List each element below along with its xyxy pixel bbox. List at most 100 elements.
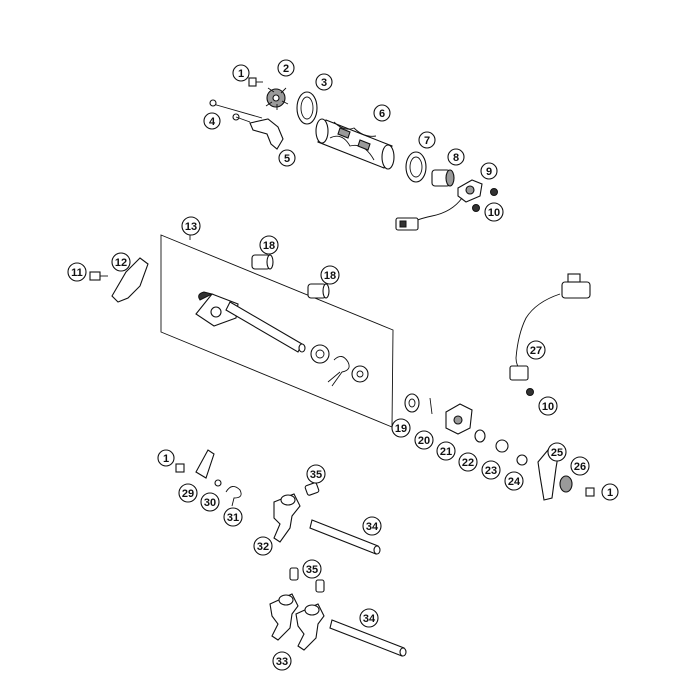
svg-text:35: 35 xyxy=(306,564,318,576)
svg-text:21: 21 xyxy=(440,446,452,458)
callout-5: 5 xyxy=(278,149,296,167)
part-shift-fork-33a xyxy=(269,593,299,641)
part-sensor-27 xyxy=(509,273,591,381)
svg-text:1: 1 xyxy=(163,453,169,465)
part-washer xyxy=(214,479,222,487)
svg-text:26: 26 xyxy=(574,461,586,473)
part-screw xyxy=(472,204,480,212)
svg-text:27: 27 xyxy=(530,345,542,357)
callout-32: 32 xyxy=(253,536,273,556)
svg-text:6: 6 xyxy=(379,108,385,120)
svg-text:22: 22 xyxy=(462,457,474,469)
callout-25: 25 xyxy=(547,442,567,462)
callout-18: 18 xyxy=(259,235,279,255)
svg-text:30: 30 xyxy=(204,497,216,509)
svg-text:34: 34 xyxy=(366,521,379,533)
part-bushing xyxy=(431,169,455,187)
callout-3: 3 xyxy=(315,73,333,91)
part-bearing-ring-2 xyxy=(405,151,427,183)
part-washer xyxy=(351,365,369,383)
part-bracket xyxy=(111,257,149,303)
callout-18: 18 xyxy=(320,265,340,285)
part-roller xyxy=(315,579,325,593)
svg-text:25: 25 xyxy=(551,447,563,459)
part-screw xyxy=(490,188,498,196)
part-clip xyxy=(327,356,350,387)
callout-34: 34 xyxy=(359,608,379,628)
part-bushing-18b xyxy=(307,283,330,299)
svg-text:11: 11 xyxy=(71,267,83,279)
part-nut xyxy=(559,475,573,493)
part-roller xyxy=(304,482,320,496)
part-locking-lever xyxy=(249,118,284,150)
svg-text:10: 10 xyxy=(488,207,500,219)
shift-drum-group xyxy=(209,77,498,231)
callout-27: 27 xyxy=(526,340,546,360)
part-pins xyxy=(209,99,263,123)
callout-10: 10 xyxy=(538,396,558,416)
svg-text:4: 4 xyxy=(209,116,216,128)
callout-22: 22 xyxy=(458,452,478,472)
svg-text:19: 19 xyxy=(395,423,407,435)
callout-19: 19 xyxy=(391,418,411,438)
part-shift-lever-housing xyxy=(445,403,473,435)
part-screw xyxy=(89,271,101,281)
part-shift-drum xyxy=(315,118,395,170)
callouts: 1 2 3 4 5 6 7 8 9 10 11 12 13 18 18 19 2… xyxy=(67,59,619,671)
svg-text:10: 10 xyxy=(542,401,554,413)
svg-text:9: 9 xyxy=(486,166,492,178)
callout-9: 9 xyxy=(480,162,498,180)
part-bushing-18a xyxy=(251,254,274,270)
svg-text:1: 1 xyxy=(238,68,244,80)
svg-text:13: 13 xyxy=(185,221,197,233)
part-pin xyxy=(429,397,433,415)
callout-31: 31 xyxy=(223,507,243,527)
svg-text:35: 35 xyxy=(310,469,322,481)
svg-text:24: 24 xyxy=(508,476,521,488)
callout-11: 11 xyxy=(67,262,87,282)
callout-33: 33 xyxy=(272,651,292,671)
callout-2: 2 xyxy=(277,59,295,77)
callout-26: 26 xyxy=(570,456,590,476)
callout-34: 34 xyxy=(362,516,382,536)
svg-text:18: 18 xyxy=(324,270,336,282)
callout-1: 1 xyxy=(157,449,175,467)
part-washer xyxy=(516,454,528,466)
svg-text:18: 18 xyxy=(263,240,275,252)
callout-12: 12 xyxy=(111,252,131,272)
svg-text:33: 33 xyxy=(276,656,288,668)
part-seal xyxy=(404,393,420,413)
part-screw xyxy=(585,487,595,497)
callout-6: 6 xyxy=(373,104,391,122)
part-screw xyxy=(526,388,534,396)
svg-text:1: 1 xyxy=(607,487,613,499)
part-roller xyxy=(289,567,299,581)
callout-1: 1 xyxy=(601,483,619,501)
svg-text:32: 32 xyxy=(257,541,269,553)
svg-text:3: 3 xyxy=(321,77,327,89)
svg-text:31: 31 xyxy=(227,512,239,524)
part-circlip xyxy=(474,429,486,443)
part-spring xyxy=(225,486,242,507)
callout-35: 35 xyxy=(306,464,326,484)
svg-text:8: 8 xyxy=(453,152,459,164)
svg-text:2: 2 xyxy=(283,63,289,75)
svg-text:5: 5 xyxy=(284,153,290,165)
part-screw-top xyxy=(248,77,263,87)
callout-7: 7 xyxy=(418,131,436,149)
callout-13: 13 xyxy=(181,216,201,236)
callout-30: 30 xyxy=(200,492,220,512)
callout-20: 20 xyxy=(414,430,434,450)
callout-10: 10 xyxy=(484,202,504,222)
callout-8: 8 xyxy=(447,148,465,166)
callout-1: 1 xyxy=(232,64,250,82)
part-screw xyxy=(175,463,185,473)
part-shift-shaft xyxy=(195,291,306,353)
shift-shaft-group xyxy=(160,232,394,428)
part-shaft-washer xyxy=(310,344,330,364)
svg-text:20: 20 xyxy=(418,435,430,447)
part-gear-sensor xyxy=(395,179,483,231)
svg-text:34: 34 xyxy=(363,613,376,625)
callout-24: 24 xyxy=(504,471,524,491)
